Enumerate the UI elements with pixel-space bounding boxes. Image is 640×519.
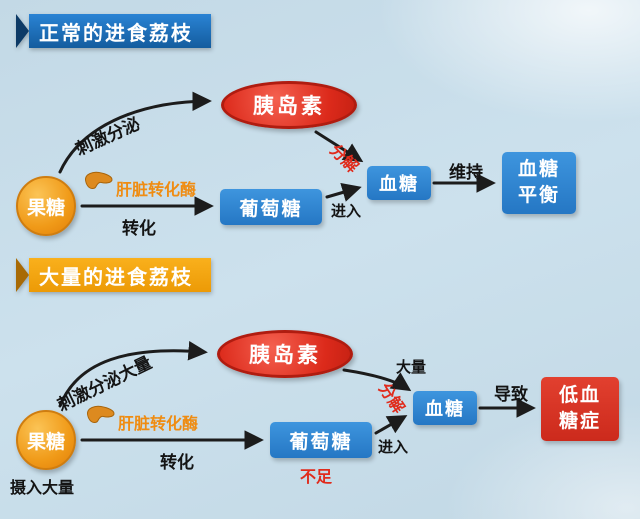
arrow-stimulate-normal xyxy=(58,91,212,174)
liver-icon xyxy=(85,171,113,189)
node-glucose-excess: 葡萄糖 xyxy=(270,422,372,458)
label-liver-enzyme-normal: 肝脏转化酶 xyxy=(116,182,197,199)
label-liver-enzyme-excess: 肝脏转化酶 xyxy=(118,416,199,433)
node-blood-sugar-excess-label: 血糖 xyxy=(425,399,465,419)
label-maintain-normal: 维持 xyxy=(449,163,483,182)
banner-normal: 正常的进食荔枝 xyxy=(16,14,211,48)
node-insulin-normal: 胰岛素 xyxy=(221,81,357,129)
label-cause-excess: 导致 xyxy=(494,385,528,404)
node-hypoglycemia-line1: 低血 xyxy=(558,385,601,407)
node-balance-normal: 血糖 平衡 xyxy=(502,152,576,214)
liver-icon xyxy=(87,405,115,423)
label-convert-normal: 转化 xyxy=(122,219,156,238)
arrow-enter-excess xyxy=(374,415,408,435)
node-hypoglycemia-line2: 糖症 xyxy=(558,411,601,432)
node-glucose-normal-label: 葡萄糖 xyxy=(239,198,303,220)
node-balance-line2: 平衡 xyxy=(517,185,560,206)
banner-excess-label: 大量的进食荔枝 xyxy=(29,258,211,292)
arrow-stimulate-excess xyxy=(58,341,208,408)
label-intake-excess: 摄入大量 xyxy=(10,480,75,497)
label-enter-excess: 进入 xyxy=(378,439,409,456)
node-fructose-normal-label: 果糖 xyxy=(26,197,65,219)
node-blood-sugar-excess: 血糖 xyxy=(413,391,477,425)
node-blood-sugar-normal-label: 血糖 xyxy=(379,174,419,194)
arrow-decompose-excess xyxy=(342,368,412,392)
arrow-decompose-normal xyxy=(314,130,364,163)
node-insulin-normal-label: 胰岛素 xyxy=(253,95,325,118)
label-amount-excess: 大量 xyxy=(396,359,427,376)
node-fructose-normal: 果糖 xyxy=(16,176,76,236)
banner-fold-icon xyxy=(16,258,29,292)
node-fructose-excess-label: 果糖 xyxy=(26,431,65,453)
node-insulin-excess: 胰岛素 xyxy=(217,330,353,378)
label-convert-excess: 转化 xyxy=(160,453,194,472)
node-balance-line1: 血糖 xyxy=(517,159,560,181)
node-insulin-excess-label: 胰岛素 xyxy=(249,344,321,367)
arrow-enter-normal xyxy=(325,182,362,202)
node-hypoglycemia: 低血 糖症 xyxy=(541,377,619,441)
node-fructose-excess: 果糖 xyxy=(16,410,76,470)
node-blood-sugar-normal: 血糖 xyxy=(367,166,431,200)
banner-fold-icon xyxy=(16,14,29,48)
node-glucose-normal: 葡萄糖 xyxy=(220,189,322,225)
banner-excess: 大量的进食荔枝 xyxy=(16,258,211,292)
banner-normal-label: 正常的进食荔枝 xyxy=(29,14,211,48)
node-glucose-excess-label: 葡萄糖 xyxy=(289,431,353,453)
label-enter-normal: 进入 xyxy=(331,203,362,220)
label-insufficient-excess: 不足 xyxy=(300,469,333,486)
